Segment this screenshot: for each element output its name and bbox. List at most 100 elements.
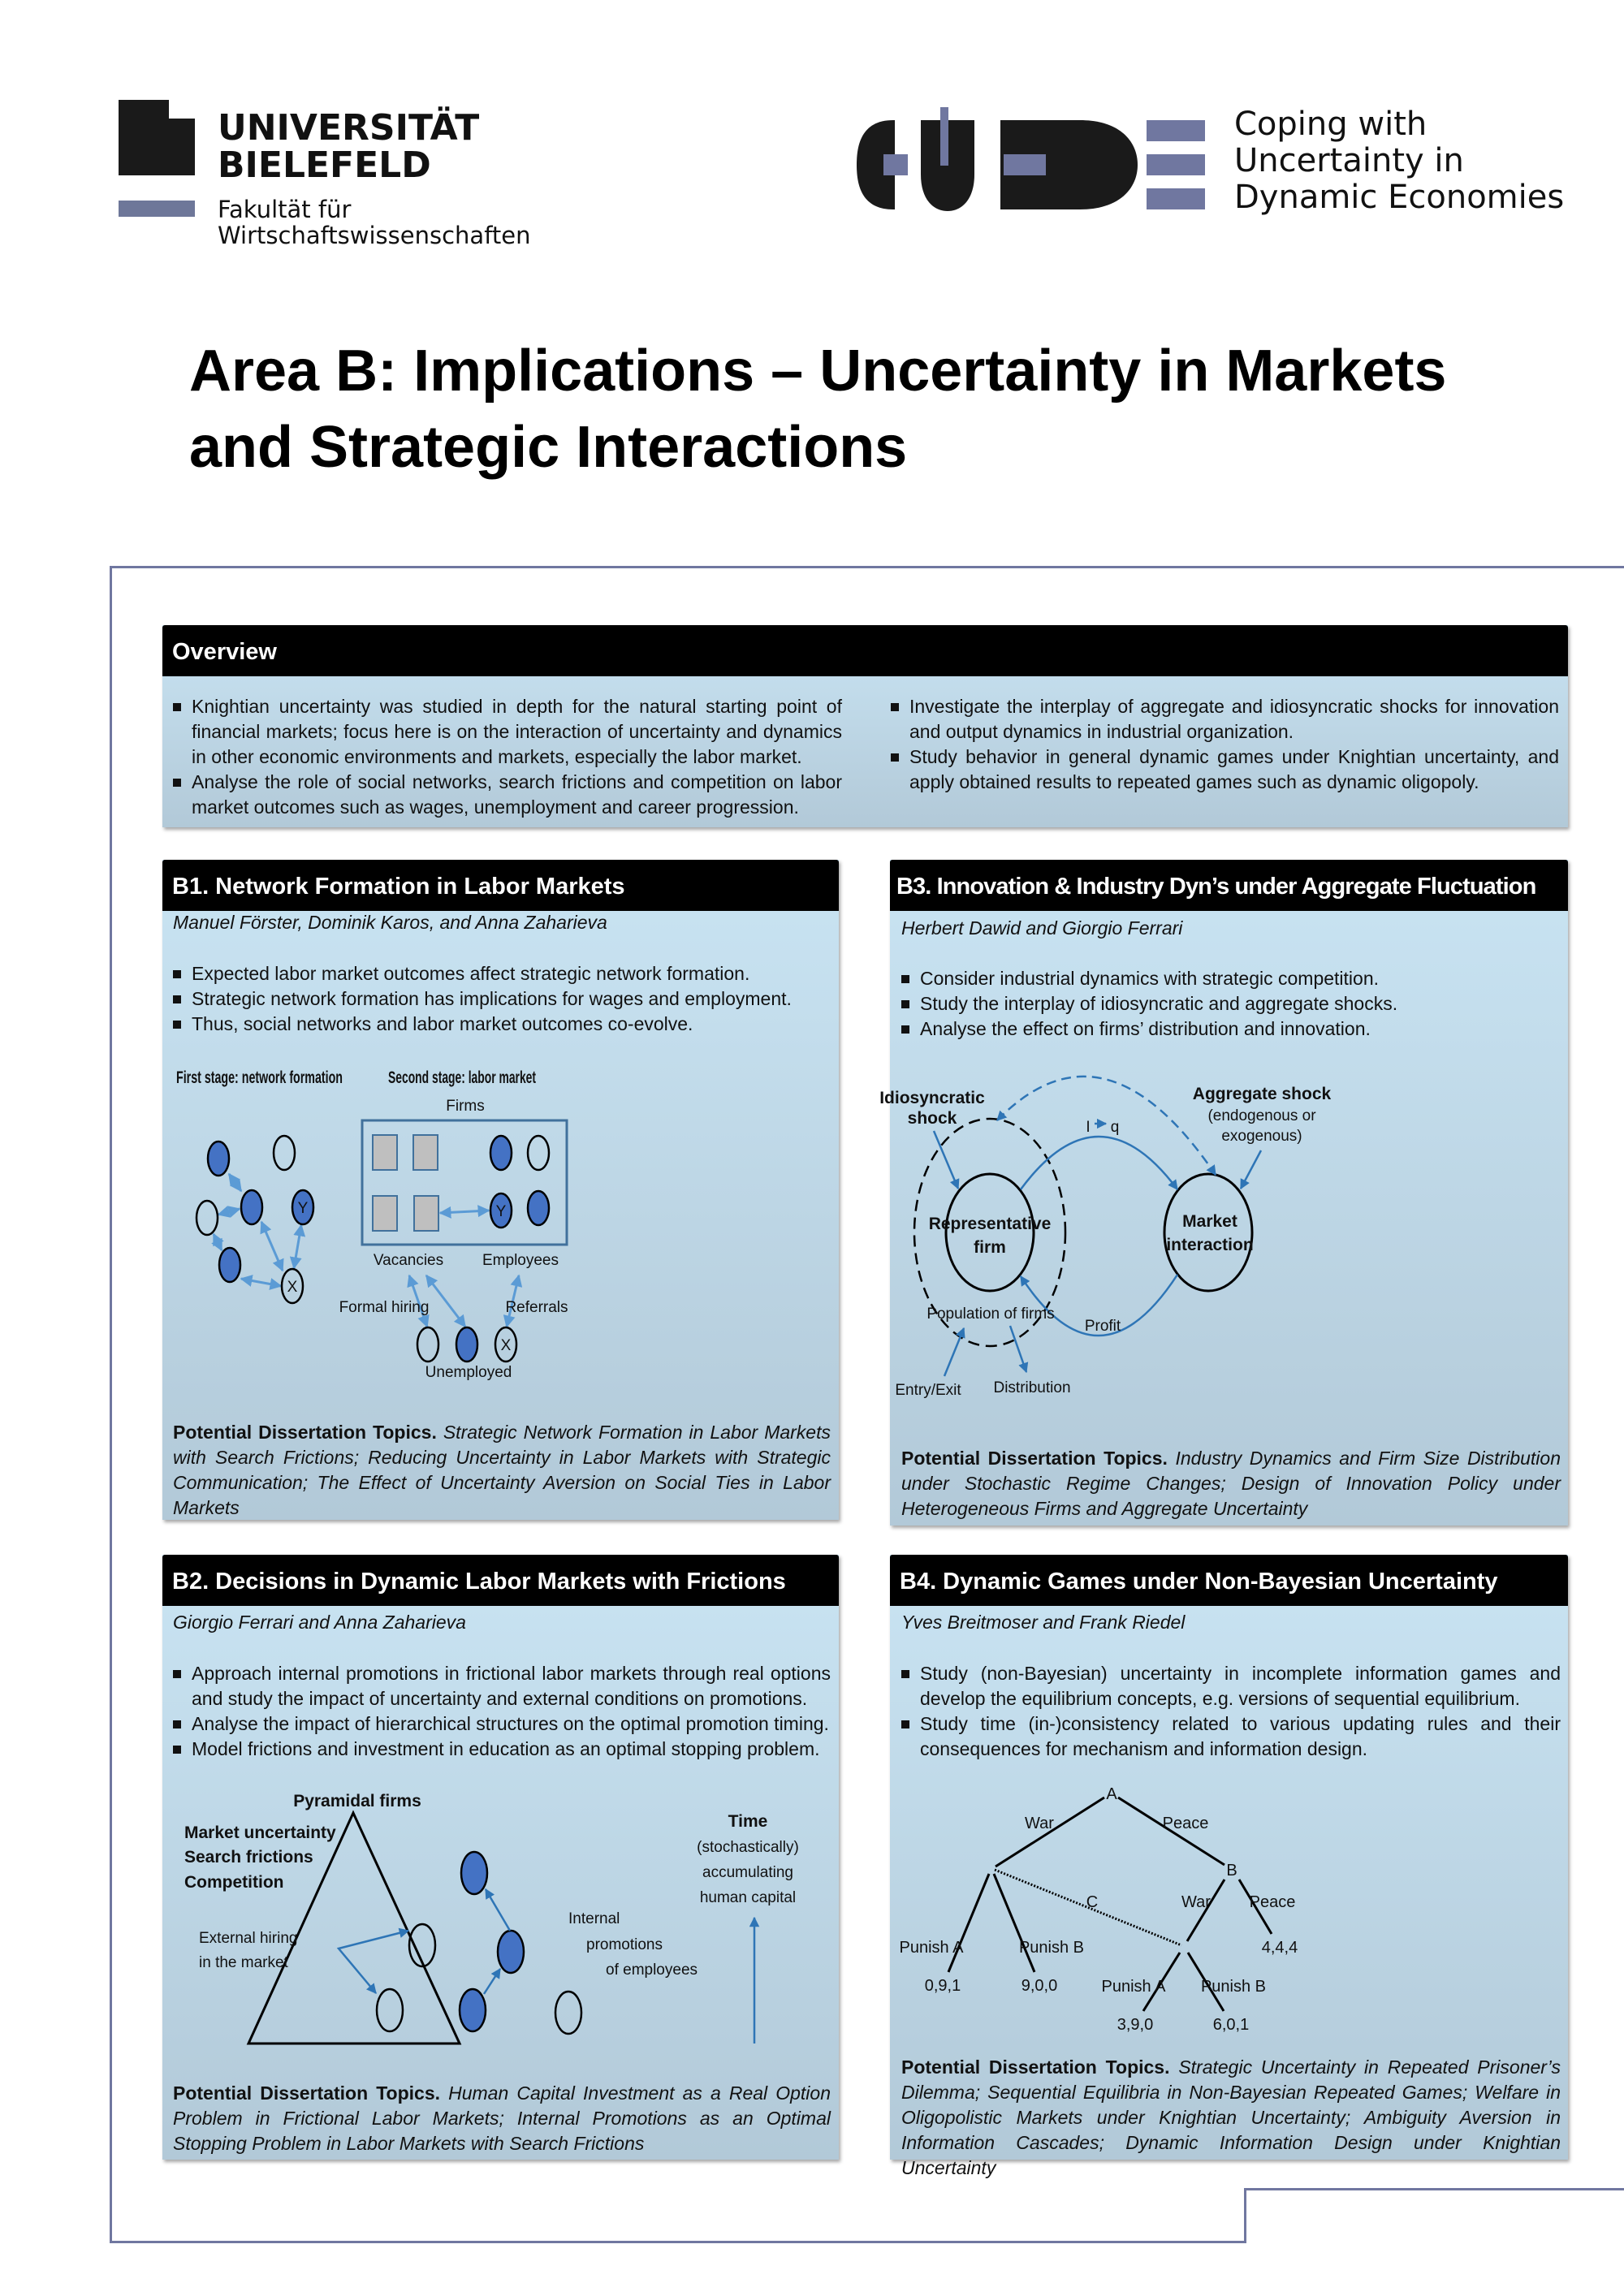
aggregate-label-3: exogenous) <box>1221 1128 1302 1145</box>
topics-text: Strategic Uncertainty in Repeated Prison… <box>901 2056 1561 2178</box>
time-label-2: (stochastically) <box>697 1839 799 1856</box>
b2-arrows <box>336 1888 760 2044</box>
edge-label: War <box>1025 1815 1054 1832</box>
idiosyncratic-label-2: shock <box>908 1109 957 1128</box>
external-hiring-label-2: in the market <box>199 1954 289 1971</box>
b1-topics: Potential Dissertation Topics. Strategic… <box>173 1420 831 1521</box>
vacancies-label: Vacancies <box>374 1252 443 1269</box>
cude-line-1: Coping with <box>1234 106 1427 143</box>
pyramidal-label: Pyramidal firms <box>293 1792 421 1810</box>
b1-authors: Manuel Förster, Dominik Karos, and Anna … <box>173 912 607 933</box>
cude-letter-c <box>857 120 895 209</box>
cude-bar <box>940 107 948 166</box>
title-line-1: Area B: Implications – Uncertainty in Ma… <box>189 339 1447 404</box>
vacancy-squares <box>372 1134 439 1232</box>
cude-stripe <box>1147 120 1205 141</box>
node-y-label: Y <box>496 1203 507 1220</box>
b1-network-diagram: First stage: network formation Second st… <box>176 1068 568 1381</box>
topics-label: Potential Dissertation Topics. <box>173 2082 441 2104</box>
overview-heading: Overview <box>162 625 1568 676</box>
b1-list: Expected labor market outcomes affect st… <box>173 961 831 1037</box>
overview-panel: Overview <box>162 625 1568 827</box>
overview-right-list: Investigate the interplay of aggregate a… <box>891 694 1559 795</box>
cude-stripe <box>1147 154 1205 175</box>
network-nodes <box>195 1134 551 1363</box>
university-logo-mark <box>119 100 195 175</box>
page-title: Area B: Implications – Uncertainty in Ma… <box>189 333 1446 486</box>
b2-heading: B2. Decisions in Dynamic Labor Markets w… <box>162 1555 839 1606</box>
topics-text: Human Capital Investment as a Real Optio… <box>173 2082 831 2154</box>
payoff-label: 9,0,0 <box>1021 1977 1057 1995</box>
b4-tree-labels: A War Peace B C War Peace Punish A Punis… <box>900 1785 1298 2034</box>
frame-step-top <box>1244 2188 1624 2190</box>
payoff-label: 3,9,0 <box>1117 2016 1153 2034</box>
cude-line-2: Uncertainty in <box>1234 142 1464 179</box>
b2-list: Approach internal promotions in friction… <box>173 1661 831 1762</box>
distribution-label: Distribution <box>993 1379 1070 1396</box>
iq-q-label: q <box>1111 1119 1120 1136</box>
university-name-line-1: UNIVERSITÄT <box>218 106 479 149</box>
edge-label: Punish B <box>1019 1939 1084 1957</box>
referrals-label: Referrals <box>505 1299 568 1316</box>
firms-label: Firms <box>446 1098 484 1115</box>
list-item: Study time (in-)consistency related to v… <box>901 1711 1561 1762</box>
factor-label: Market uncertainty <box>184 1823 336 1842</box>
b2-pyramid-diagram: Pyramidal firms Market uncertainty Searc… <box>184 1792 799 2045</box>
cude-stripe <box>1147 188 1205 209</box>
title-line-2: and Strategic Interactions <box>189 415 908 480</box>
topics-text: Strategic Network Formation in Labor Mar… <box>173 1422 831 1518</box>
node-a-label: A <box>1106 1785 1117 1803</box>
b1-panel: B1. Network Formation in Labor Markets <box>162 860 839 1520</box>
frame-bottom <box>110 2241 1246 2243</box>
investment-arrow <box>1019 1135 1179 1191</box>
b4-panel: B4. Dynamic Games under Non-Bayesian Unc… <box>890 1555 1568 2160</box>
university-name-line-2: BIELEFELD <box>218 145 431 186</box>
frame-top <box>110 566 1624 568</box>
node-x-label: X <box>287 1279 298 1296</box>
pyramid-nodes <box>375 1850 583 2035</box>
list-item: Thus, social networks and labor market o… <box>173 1012 831 1037</box>
cude-letter-d <box>1000 120 1138 209</box>
firms-box <box>361 1119 568 1246</box>
b1-heading: B1. Network Formation in Labor Markets <box>162 860 839 911</box>
list-item: Consider industrial dynamics with strate… <box>901 966 1561 991</box>
b3-topics: Potential Dissertation Topics. Industry … <box>901 1446 1561 1521</box>
b2-authors: Giorgio Ferrari and Anna Zaharieva <box>173 1612 466 1633</box>
representative-firm-circle <box>944 1172 1035 1293</box>
frame-step <box>1244 2188 1246 2243</box>
time-label: Time <box>728 1812 768 1831</box>
unemployed-label: Unemployed <box>425 1364 512 1381</box>
edge-label: War <box>1181 1893 1211 1911</box>
time-label-4: human capital <box>700 1889 796 1906</box>
cude-bar <box>1004 154 1046 175</box>
b2-panel: B2. Decisions in Dynamic Labor Markets w… <box>162 1555 839 2160</box>
list-item: Study the interplay of idiosyncratic and… <box>901 991 1561 1016</box>
b3-panel: B3. Innovation & Industry Dyn’s under Ag… <box>890 860 1568 1526</box>
formal-hiring-label: Formal hiring <box>339 1299 430 1316</box>
b3-heading: B3. Innovation & Industry Dyn’s under Ag… <box>890 860 1568 911</box>
list-item: Investigate the interplay of aggregate a… <box>891 694 1559 744</box>
node-x-label: X <box>501 1337 512 1354</box>
topics-text: Industry Dynamics and Firm Size Distribu… <box>901 1448 1561 1519</box>
b4-heading: B4. Dynamic Games under Non-Bayesian Unc… <box>890 1555 1568 1606</box>
list-item: Study (non-Bayesian) uncertainty in inco… <box>901 1661 1561 1711</box>
aggregate-label: Aggregate shock <box>1193 1085 1332 1103</box>
b3-authors: Herbert Dawid and Giorgio Ferrari <box>901 917 1183 939</box>
b4-game-tree <box>947 1796 1273 2012</box>
list-item: Analyse the role of social networks, sea… <box>173 770 842 820</box>
list-item: Analyse the effect on firms’ distributio… <box>901 1016 1561 1042</box>
edge-label: Peace <box>1250 1893 1296 1911</box>
node-c-label: C <box>1086 1893 1098 1911</box>
payoff-label: 0,9,1 <box>925 1977 961 1995</box>
population-label: Population of firms <box>926 1306 1054 1323</box>
b3-list: Consider industrial dynamics with strate… <box>901 966 1561 1042</box>
edge-label: Punish A <box>900 1939 965 1957</box>
internal-label-2: promotions <box>586 1936 663 1953</box>
b3-industry-diagram: Idiosyncratic shock Aggregate shock (end… <box>879 1075 1332 1399</box>
edge-label: Punish A <box>1102 1978 1167 1996</box>
faculty-line-1: Fakultät für <box>218 196 351 223</box>
list-item: Expected labor market outcomes affect st… <box>173 961 831 986</box>
employees-label: Employees <box>482 1252 559 1269</box>
market-interaction-circle <box>1163 1172 1254 1293</box>
b2-topics: Potential Dissertation Topics. Human Cap… <box>173 2081 831 2156</box>
